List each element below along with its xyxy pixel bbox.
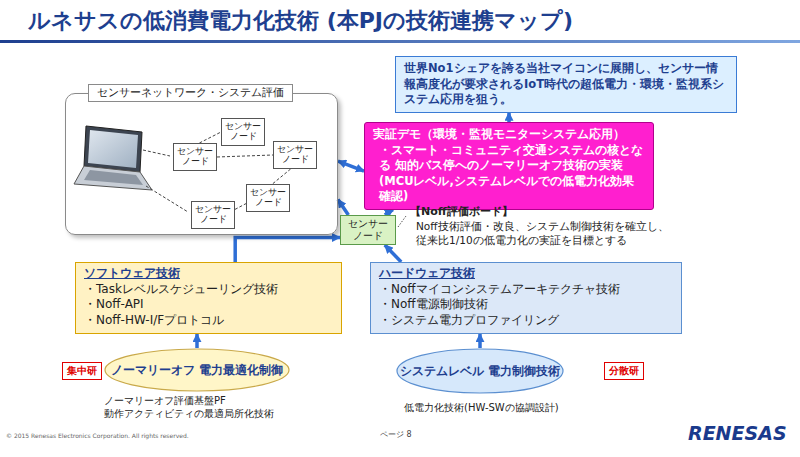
flow-arrow [338, 161, 364, 171]
lab-tag: 分散研 [604, 362, 644, 380]
logo-text: RENESAS [688, 422, 787, 445]
note-text: ノーマリーオフ評価基盤PF [104, 395, 226, 407]
flow-arrow [338, 200, 348, 216]
node-text: センサー ノード [195, 205, 231, 225]
node-text: センサー ノード [225, 122, 261, 142]
node-text: ・システム電力プロファイリング [379, 313, 673, 329]
note-text: 動作アクティビティの最適局所化技術 [104, 408, 274, 420]
flow-arrow [478, 334, 482, 348]
sensor-node-box: センサー ノード [173, 143, 217, 171]
flow-arrow [507, 113, 511, 122]
footer-text: © 2015 Renesas Electronics Corporation. … [6, 432, 189, 439]
network-link [272, 169, 290, 184]
flow-arrow [195, 334, 199, 348]
title-underline [0, 40, 800, 43]
network-link [199, 132, 221, 143]
node-text: センサー ノード [345, 218, 391, 242]
software-box: ソフトウェア技術・Taskレベルスケジューリング技術・Noff-API・Noff… [75, 262, 342, 334]
node-text: ・Noff電源制御技術 [379, 297, 673, 313]
node-text: 世界No1シェアを誇る当社マイコンに展開し、センサー情報高度化が要求されるIoT… [404, 61, 728, 108]
node-text: センサーネットワーク・システム評価 [88, 84, 293, 102]
sensor-node-box: センサー ノード [340, 215, 396, 245]
note-text: 【Noff評価ボード】 [410, 205, 513, 218]
ellipse-shape [105, 349, 289, 391]
hardware-box: ハードウェア技術・Noffマイコンシステムアーキテクチャ技術・Noff電源制御技… [370, 262, 682, 334]
node-text: センサー ノード [177, 147, 213, 167]
node-text: ・スマート・コミュニティ交通システムの核となる 知的バス停へのノーマリーオフ技術… [373, 143, 645, 174]
note-text: Noff技術評価・改良、システム制御技術を確立し、従来比1/10の低電力化の実証… [416, 220, 678, 247]
network-link [217, 155, 273, 157]
network-link [235, 204, 246, 210]
node-text: ・Noff-API [84, 297, 333, 313]
node-text: ・Noffマイコンシステムアーキテクチャ技術 [379, 282, 673, 298]
lab-tag: 集中研 [62, 362, 102, 380]
sensor-node-box: センサー ノード [191, 201, 235, 229]
flow-arrow [385, 245, 401, 262]
goal-box: 世界No1シェアを誇る当社マイコンに展開し、センサー情報高度化が要求されるIoT… [395, 56, 737, 113]
network-link [146, 186, 188, 212]
sensor-node-box: センサー ノード [221, 118, 265, 146]
network-link [143, 150, 170, 156]
sensor-node-box: センサー ノード [273, 141, 317, 169]
page-title: ルネサスの低消費電力化技術 (本PJの技術連携マップ) [28, 6, 573, 36]
node-text: 実証デモ（環境・監視モニターシステム応用） [373, 127, 645, 143]
node-text: (MCUレベル,システムレベルでの低電力化効果確認) [373, 174, 645, 205]
node-text: ・Noff-HW-I/Fプロトコル [84, 313, 333, 329]
leader-line [398, 216, 406, 227]
network-panel: センサーネットワーク・システム評価センサー ノードセンサー ノードセンサー ノー… [65, 93, 338, 235]
demo-box: 実証デモ（環境・監視モニターシステム応用）・スマート・コミュニティ交通システムの… [364, 122, 654, 210]
ellipse-box: ノーマリーオフ 電力最適化制御 [104, 348, 290, 392]
node-text: ・Taskレベルスケジューリング技術 [84, 282, 333, 298]
laptop-illustration [74, 126, 152, 190]
ellipse-box: システムレベル 電力制御技術 [396, 348, 564, 394]
node-text: ソフトウェア技術 [84, 266, 333, 282]
node-text: センサー ノード [250, 188, 286, 208]
node-text: システムレベル 電力制御技術 [400, 364, 560, 378]
flow-arrow [235, 238, 340, 263]
node-text: センサー ノード [277, 145, 313, 165]
node-text: 集中研 [67, 364, 97, 378]
note-text: 低電力化技術(HW-SWの協調設計) [404, 402, 559, 414]
node-text: ハードウェア技術 [379, 266, 673, 282]
ellipse-shape [397, 349, 563, 393]
node-text: ノーマリーオフ 電力最適化制御 [111, 363, 283, 377]
footer-text: ページ 8 [380, 430, 412, 440]
sensor-node-box: センサー ノード [246, 184, 290, 212]
node-text: 分散研 [609, 364, 639, 378]
